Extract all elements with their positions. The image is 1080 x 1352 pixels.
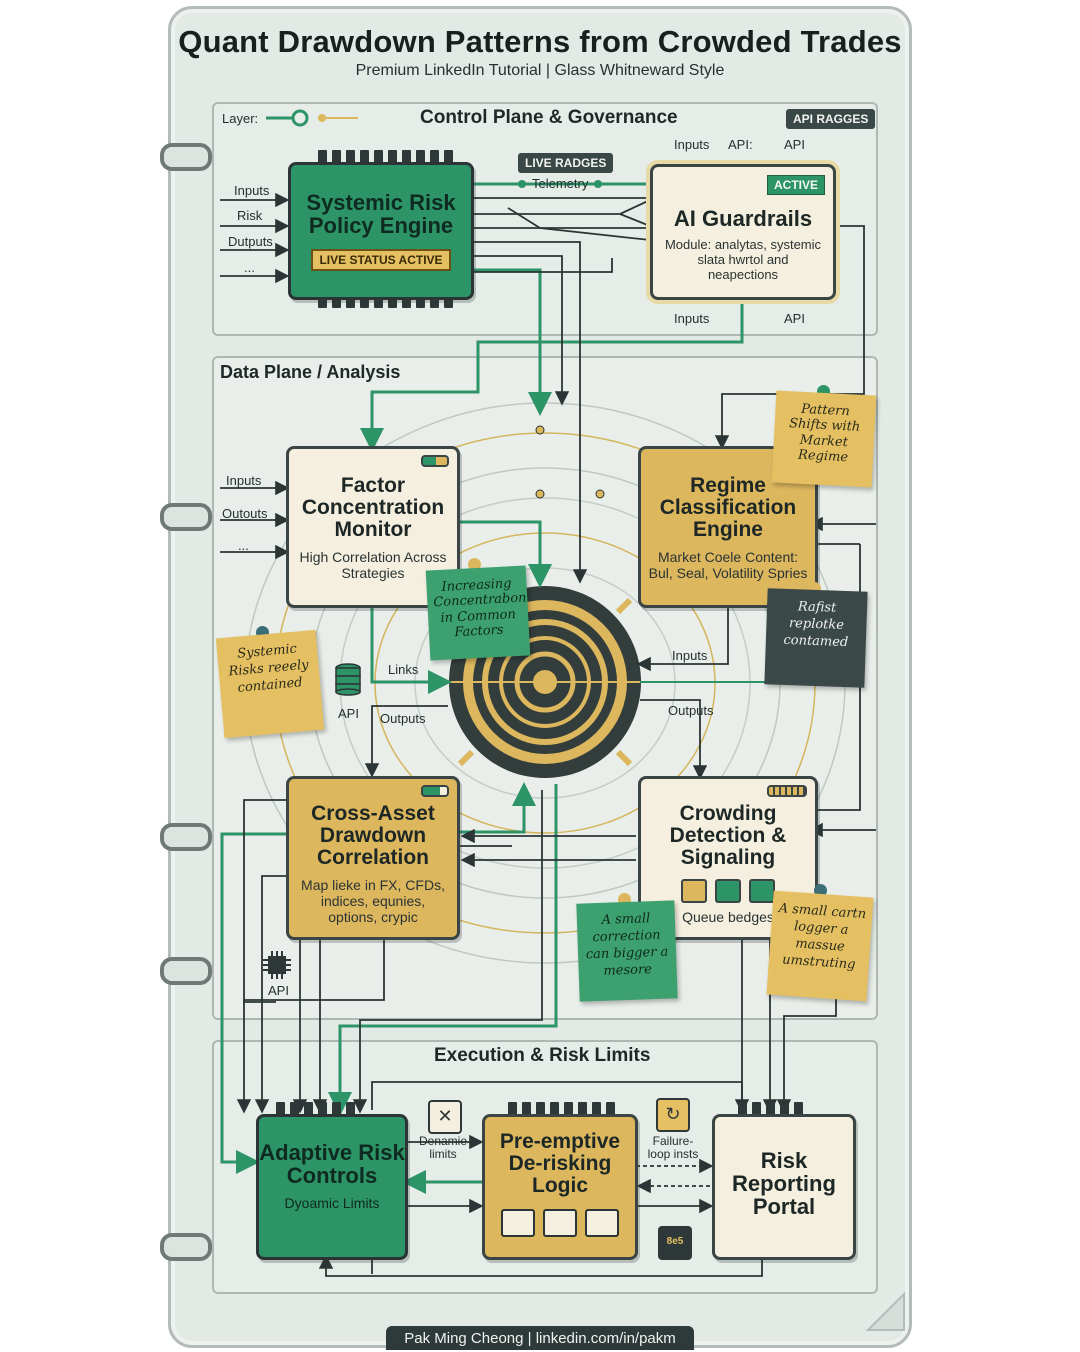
database-icon [332,662,364,696]
guardrails-bottom-api-label: API [784,311,805,326]
guardrails-api-label-2: API [784,137,805,152]
processor-chip-icon: 8e5 [658,1226,692,1260]
regime-engine-title: Regime Classification Engine [659,474,797,542]
status-toggle-icon [421,455,449,467]
links-label: Links [388,662,419,677]
derisking-charts [485,1209,635,1238]
chip-pins-bottom [318,294,453,308]
guardrails-bottom-input-label: Inputs [674,311,710,326]
policy-engine-title: Systemic Risk Policy Engine [306,190,456,239]
note-systemic-risks: Systemic Risks reeely contained [215,629,325,739]
policy-input-label: Inputs [234,183,270,198]
binder-ring-icon [160,823,212,851]
chip-pins-top [276,1102,355,1116]
risk-reporting-node[interactable]: Risk Reporting Portal [712,1114,856,1260]
control-plane-title: Control Plane & Governance [420,107,678,128]
inputs-right-label: Inputs [672,648,708,663]
queue-badge-icon [715,879,741,904]
failure-loop-label: Failure-loop insts [647,1134,699,1161]
dynamic-limits-label: Denamie limits [418,1134,468,1161]
crowding-node[interactable]: Crowding Detection & Signaling Queue bed… [638,776,818,940]
chip-pins-top [508,1102,615,1116]
line-chart-icon [501,1209,535,1238]
live-ranges-badge: LIVE RADGES [518,153,614,173]
footer-credit[interactable]: Pak Ming Cheong | linkedin.com/in/pakm [386,1326,694,1350]
adaptive-risk-title: Adaptive Risk Controls [259,1140,405,1189]
derisking-title: Pre-emptive De-risking Logic [499,1130,621,1198]
chip-pins-top [318,150,453,164]
crowding-title: Crowding Detection & Signaling [669,802,787,870]
queue-badge-icon [749,879,775,904]
queue-badges [641,879,815,904]
bar-chart-icon [585,1209,619,1238]
derisking-node[interactable]: Pre-emptive De-risking Logic [482,1114,638,1260]
cross-asset-desc: Map lieke in FX, CFDs, indices, equnies,… [301,877,445,926]
risk-reporting-title: Risk Reporting Portal [732,1148,836,1220]
layer-label: Layer: [222,111,259,126]
policy-output-label: Dutputs [228,234,273,249]
factor-monitor-title: Factor Concentration Monitor [301,474,445,542]
binder-ring-icon [160,957,212,985]
telemetry-label: Telemetry [532,176,589,191]
signal-bars-icon [767,785,807,797]
factor-more-label: ... [238,538,249,553]
guardrails-api-label: API: [728,137,753,152]
note-increasing-concentration: Increasing Concentrabon in Common Factor… [425,565,531,661]
api-left-label: API [338,706,359,721]
ai-guardrails-node[interactable]: ACTIVE AI Guardrails Module: analytas, s… [650,164,836,300]
note-small-cartn: A small cartn logger a massue umstruting [766,890,874,1002]
crowding-desc: Queue bedges [682,909,774,926]
note-pattern-shifts: Pattern Shifts with Market Regime [771,390,877,488]
guardrails-input-label: Inputs [674,137,710,152]
outputs-left-label: Outputs [380,711,426,726]
policy-more-label: ... [244,260,255,275]
outputs-right-label: Outputs [668,703,714,718]
guardrails-title: AI Guardrails [673,206,813,231]
cross-asset-title: Cross-Asset Drawdown Correlation [311,802,435,870]
execution-title: Execution & Risk Limits [434,1045,651,1066]
regime-engine-desc: Market Coele Content: Bul, Seal, Volatil… [648,549,808,582]
guardrails-desc: Module: analytas, systemic slata hwrtol … [664,237,822,282]
note-small-correction: A small correction can bigger a mesore [576,900,678,1002]
chip-pins-top [738,1102,803,1116]
factor-output-label: Outouts [222,506,268,521]
policy-risk-label: Risk [237,208,263,223]
data-plane-title: Data Plane / Analysis [220,362,401,382]
binder-ring-icon [160,503,212,531]
adaptive-risk-node[interactable]: Adaptive Risk Controls Dyoamic Limits [256,1114,408,1260]
page-title: Quant Drawdown Patterns from Crowded Tra… [178,24,902,59]
api-bottom-label: API [268,983,289,998]
cpu-chip-icon [262,950,292,980]
factor-monitor-desc: High Correlation Across Strategies [299,549,447,582]
binder-ring-icon [160,1233,212,1261]
adaptive-risk-desc: Dyoamic Limits [284,1195,380,1212]
api-ranges-badge: API RAGGES [786,109,876,129]
cross-asset-node[interactable]: Cross-Asset Drawdown Correlation Map lie… [286,776,460,940]
close-x-icon: ✕ [428,1100,462,1134]
note-rafist: Rafist replotke contamed [764,588,868,688]
policy-engine-node[interactable]: Systemic Risk Policy Engine LIVE STATUS … [288,162,474,300]
live-status-badge: LIVE STATUS ACTIVE [311,249,451,272]
queue-badge-icon [681,879,707,904]
status-toggle-icon [421,785,449,797]
factor-input-label: Inputs [226,473,262,488]
refresh-icon: ↻ [656,1098,690,1132]
active-badge: ACTIVE [766,175,825,195]
grid-table-icon [543,1209,577,1238]
binder-ring-icon [160,143,212,171]
page-subtitle: Premium LinkedIn Tutorial | Glass Whitne… [355,62,725,79]
